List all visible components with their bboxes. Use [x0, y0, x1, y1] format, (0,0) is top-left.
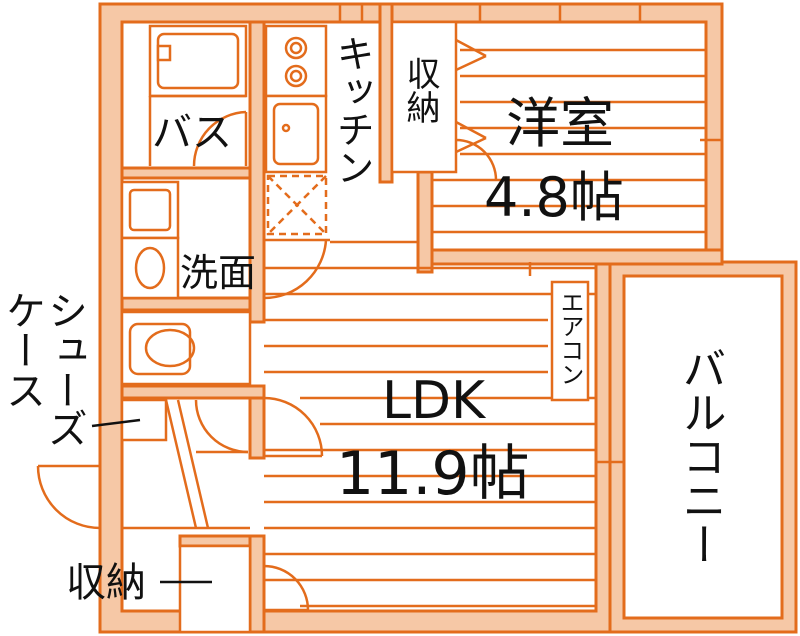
aircon-unit [550, 280, 590, 402]
washroom-label: 洗面 [180, 251, 256, 295]
interior-walls [120, 2, 724, 634]
bath-area [148, 24, 248, 167]
shoe-case-label-line2: ズ [41, 408, 87, 448]
storage-top-label: 収納 [400, 56, 440, 124]
balcony-label: バルコニー [675, 346, 726, 566]
shoe-case-label-line1: シュー [41, 290, 87, 410]
storage-top [390, 20, 498, 181]
storage-bottom-label: 収納 [66, 560, 146, 606]
ldk-size: 11.9帖 [336, 439, 530, 509]
bath-label: バス [152, 110, 232, 156]
entrance-area [36, 398, 250, 530]
shoe-case-label-line3: ケース [0, 290, 45, 410]
ldk-floor [262, 240, 624, 608]
kitchen-area [263, 24, 330, 300]
shoe-case-leader [91, 418, 141, 428]
aircon-label: エアコン [556, 290, 584, 386]
toilet-area [120, 310, 252, 386]
ldk-label: LDK [382, 371, 487, 431]
western-room-label: 洋室 [506, 92, 614, 155]
window-marks [338, 4, 642, 22]
washroom-area [120, 180, 252, 300]
balcony-wall [608, 260, 798, 634]
western-room-size: 4.8帖 [484, 166, 624, 229]
western-room-floor [432, 48, 722, 234]
kitchen-label: キッチン [330, 34, 374, 186]
